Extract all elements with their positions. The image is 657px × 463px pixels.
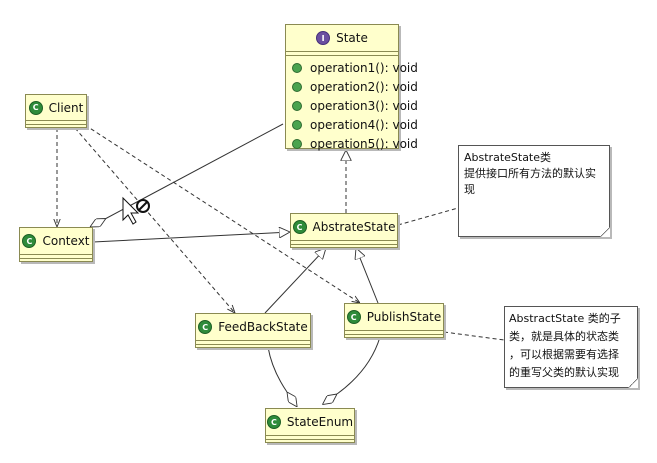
class-state-enum[interactable]: C StateEnum xyxy=(265,408,355,443)
class-abstrate-state-name: AbstrateState xyxy=(312,220,396,234)
dep-client-publish xyxy=(84,124,360,303)
aggr-enum-publish xyxy=(337,336,381,394)
public-method-icon xyxy=(292,81,302,92)
note-abstrate-state[interactable]: AbstrateState类 提供接口所有方法的默认实 现 xyxy=(458,145,610,237)
note-line: 的重写父类的默认实现 xyxy=(509,366,619,379)
note-fold-icon xyxy=(600,227,610,237)
cursor-icon xyxy=(122,196,150,225)
class-icon: C xyxy=(28,100,43,115)
public-method-icon xyxy=(292,100,302,111)
class-context[interactable]: C Context xyxy=(19,227,93,262)
class-publish-state-name: PublishState xyxy=(366,310,442,324)
public-method-icon xyxy=(292,62,302,73)
class-icon: C xyxy=(266,415,281,429)
class-abstrate-state[interactable]: C AbstrateState xyxy=(290,213,398,248)
class-client-name: Client xyxy=(48,100,84,115)
operation-row[interactable]: operation4(): void xyxy=(292,115,418,134)
class-feedback-state-name: FeedBackState xyxy=(218,320,308,334)
gen-publish-abstrate xyxy=(356,248,379,304)
interface-icon: I xyxy=(316,31,331,45)
class-publish-state[interactable]: C PublishState xyxy=(344,303,444,338)
note-fold-icon xyxy=(628,378,638,388)
note-subclasses[interactable]: AbstractState 类的子 类，就是具体的状态类 ，可以根据需要有选择 … xyxy=(504,306,638,388)
note-line: ，可以根据需要有选择 xyxy=(509,348,619,361)
class-icon: C xyxy=(198,320,213,334)
note-line: 提供接口所有方法的默认实 xyxy=(464,167,596,180)
class-context-name: Context xyxy=(42,234,90,248)
aggr-enum-feedback xyxy=(267,346,287,392)
note-anchor-subclass xyxy=(443,331,505,341)
aggr-context-state xyxy=(90,123,284,227)
class-state-enum-name: StateEnum xyxy=(286,415,354,429)
assoc-context-abstrate xyxy=(92,232,290,243)
operation-row[interactable]: operation3(): void xyxy=(292,96,418,115)
note-line: AbstractState 类的子 xyxy=(509,312,621,325)
note-line: 现 xyxy=(464,183,475,196)
class-feedback-state[interactable]: C FeedBackState xyxy=(195,313,311,348)
class-icon: C xyxy=(292,220,307,234)
operation-row[interactable]: operation1(): void xyxy=(292,58,418,77)
state-operations: operation1(): void operation2(): void op… xyxy=(286,56,418,153)
class-icon: C xyxy=(346,310,361,324)
operation-row[interactable]: operation2(): void xyxy=(292,77,418,96)
gen-feedback-abstrate xyxy=(264,248,326,314)
public-method-icon xyxy=(292,138,302,149)
dep-client-feedback xyxy=(74,127,235,313)
note-line: AbstrateState类 xyxy=(464,151,552,164)
public-method-icon xyxy=(292,119,302,130)
note-line: 类，就是具体的状态类 xyxy=(509,330,619,343)
class-icon: C xyxy=(22,234,37,248)
note-anchor-abstrate xyxy=(397,207,459,226)
class-state[interactable]: I State operation1(): void operation2():… xyxy=(285,24,418,151)
operation-row[interactable]: operation5(): void xyxy=(292,134,418,153)
class-state-name: State xyxy=(336,31,368,45)
class-client[interactable]: C Client xyxy=(25,94,87,128)
